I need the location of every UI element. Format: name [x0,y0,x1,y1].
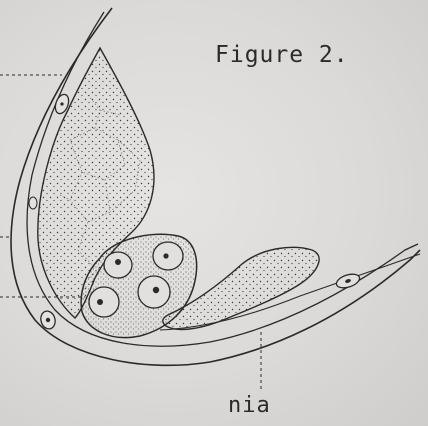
sheath-nucleolus-lower [46,318,50,322]
nucleus-3 [89,287,119,317]
figure-title: Figure 2. [215,42,349,68]
label-nia: nia [228,393,271,418]
sheath-nucleus-middle [29,197,37,209]
sheath-nucleolus-upper [60,102,63,105]
